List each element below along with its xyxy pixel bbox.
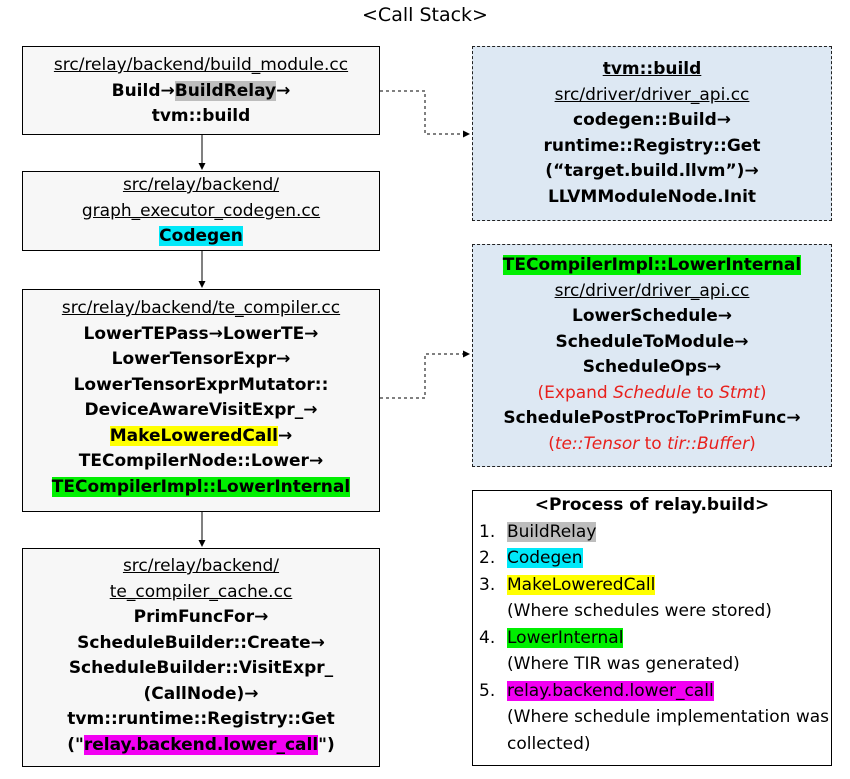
legend-note-5: (Where schedule implementation was colle… bbox=[507, 707, 830, 754]
r1-line-4: LLVMModuleNode.Init bbox=[547, 186, 757, 207]
build-arrow: → bbox=[276, 80, 291, 101]
r2-line-2: ScheduleToModule→ bbox=[555, 331, 749, 352]
tvm-build-box: tvm::build src/driver/driver_api.cc code… bbox=[472, 46, 832, 221]
codegen-file-line1: src/relay/backend/ bbox=[122, 175, 280, 195]
te-line-5-arrow: → bbox=[277, 425, 293, 446]
legend-item-1: 1.BuildRelay bbox=[479, 521, 597, 542]
r2-line-1: LowerSchedule→ bbox=[572, 306, 732, 326]
lower-call-highlight: relay.backend.lower_call bbox=[83, 734, 319, 755]
tensor-note: (te::Tensor to tir::Buffer) bbox=[548, 433, 756, 454]
buildrelay-highlight: BuildRelay bbox=[174, 80, 277, 101]
legend-item-3: 3.MakeLoweredCall (Where schedules were … bbox=[473, 572, 831, 625]
te-line-1: LowerTEPass→LowerTE→ bbox=[83, 323, 319, 344]
arrow-box3-to-lowerinternal bbox=[380, 350, 470, 399]
tvm-build-heading: tvm::build bbox=[602, 59, 702, 79]
legend-item-4: 4.LowerInternal (Where TIR was generated… bbox=[473, 625, 831, 678]
cache-line-2: ScheduleBuilder::Create→ bbox=[77, 632, 325, 653]
legend-label-2: Codegen bbox=[507, 548, 583, 568]
legend-note-4: (Where TIR was generated) bbox=[507, 654, 740, 674]
expand-note: (Expand Schedule to Stmt) bbox=[537, 382, 767, 403]
te-line-2: LowerTensorExpr→ bbox=[111, 349, 291, 369]
legend-label-1: BuildRelay bbox=[507, 521, 597, 542]
cache-line-6-close: ") bbox=[318, 734, 335, 755]
legend-title: <Process of relay.build> bbox=[534, 495, 770, 515]
r2-line-5: SchedulePostProcToPrimFunc→ bbox=[503, 408, 801, 428]
r2-line-3: ScheduleOps→ bbox=[582, 357, 722, 377]
legend-item-2: 2.Codegen bbox=[479, 548, 583, 568]
tvm-build-call: tvm::build bbox=[151, 106, 251, 126]
legend-label-3: MakeLoweredCall bbox=[507, 574, 656, 595]
cache-line-1: PrimFuncFor→ bbox=[133, 607, 269, 627]
lowerinternal-heading: TECompilerImpl::LowerInternal bbox=[502, 255, 802, 275]
build-module-box: src/relay/backend/build_module.cc Build→… bbox=[22, 46, 380, 135]
codegen-highlight: Codegen bbox=[159, 226, 243, 246]
r1-line-1: codegen::Build→ bbox=[573, 110, 731, 130]
build-call: Build→ bbox=[111, 80, 175, 101]
te-compiler-file: src/relay/backend/te_compiler.cc bbox=[61, 298, 341, 318]
lowerinternal-box: TECompilerImpl::LowerInternal src/driver… bbox=[472, 244, 832, 467]
arrow-box1-to-tvm-build bbox=[380, 90, 470, 138]
lowerinternal-highlight: TECompilerImpl::LowerInternal bbox=[51, 476, 351, 497]
cache-file-line2: te_compiler_cache.cc bbox=[109, 581, 293, 602]
te-line-6: TECompilerNode::Lower→ bbox=[78, 451, 324, 471]
driver-api-file-1: src/driver/driver_api.cc bbox=[554, 84, 750, 105]
build-module-file: src/relay/backend/build_module.cc bbox=[53, 55, 349, 75]
cache-line-5: tvm::runtime::Registry::Get bbox=[67, 709, 335, 729]
graph-executor-codegen-box: src/relay/backend/ graph_executor_codege… bbox=[22, 171, 380, 251]
legend-note-3: (Where schedules were stored) bbox=[507, 601, 772, 621]
legend-label-4: LowerInternal bbox=[507, 627, 624, 648]
r1-line-2: runtime::Registry::Get bbox=[543, 135, 761, 156]
r1-line-3: (“target.build.llvm”)→ bbox=[545, 161, 759, 181]
te-compiler-cache-box: src/relay/backend/ te_compiler_cache.cc … bbox=[22, 548, 380, 767]
cache-file-line1: src/relay/backend/ bbox=[122, 556, 280, 576]
cache-line-4: (CallNode)→ bbox=[143, 683, 259, 704]
cache-line-6-open: (" bbox=[67, 734, 84, 755]
legend-item-5: 5.relay.backend.lower_call (Where schedu… bbox=[473, 678, 831, 758]
codegen-file-line2: graph_executor_codegen.cc bbox=[81, 200, 321, 221]
te-compiler-box: src/relay/backend/te_compiler.cc LowerTE… bbox=[22, 289, 380, 512]
legend-label-5: relay.backend.lower_call bbox=[507, 680, 714, 701]
cache-line-3: ScheduleBuilder::VisitExpr_ bbox=[68, 658, 334, 678]
te-line-4: DeviceAwareVisitExpr_→ bbox=[84, 400, 318, 420]
makeloweredcall-highlight: MakeLoweredCall bbox=[109, 425, 278, 446]
diagram-title: <Call Stack> bbox=[362, 4, 488, 26]
driver-api-file-2: src/driver/driver_api.cc bbox=[554, 280, 750, 301]
process-legend: <Process of relay.build> 1.BuildRelay 2.… bbox=[472, 490, 832, 766]
te-line-3: LowerTensorExprMutator:: bbox=[73, 374, 329, 395]
